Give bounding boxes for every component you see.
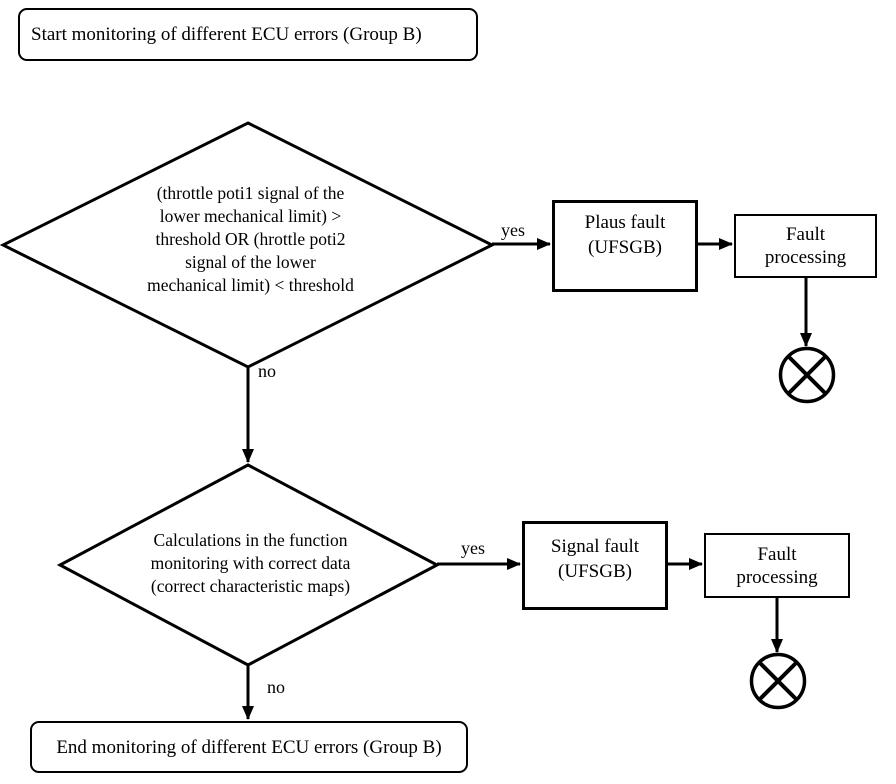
decision1-line1: (throttle poti1 signal of the	[156, 183, 345, 203]
fault-processing1-line2: processing	[764, 247, 847, 268]
plaus-fault-line2: (UFSGB)	[588, 237, 662, 258]
plaus-fault-node: Plaus fault (UFSGB)	[552, 200, 698, 292]
decision1-line5: mechanical limit) < threshold	[147, 275, 354, 295]
terminator1-circle-x-icon	[778, 346, 836, 404]
fault-processing2-node: Fault processing	[704, 533, 850, 598]
decision1-text: (throttle poti1 signal of the lower mech…	[103, 182, 398, 297]
decision2-no-label: no	[267, 677, 285, 697]
decision2-line2: monitoring with correct data	[150, 553, 351, 573]
decision2-text: Calculations in the function monitoring …	[103, 529, 398, 598]
fault-processing1-node: Fault processing	[734, 214, 877, 278]
decision1-line2: lower mechanical limit) >	[159, 206, 342, 226]
start-node: Start monitoring of different ECU errors…	[18, 8, 478, 61]
decision2-line3: (correct characteristic maps)	[150, 576, 351, 596]
end-node: End monitoring of different ECU errors (…	[30, 721, 468, 773]
fault-processing2-line2: processing	[736, 566, 818, 588]
decision2-line1: Calculations in the function	[153, 530, 348, 550]
signal-fault-line1: Signal fault	[550, 536, 640, 557]
decision1-line3: threshold OR (hrottle poti2	[155, 229, 346, 249]
fault-processing2-line1: Fault	[757, 543, 797, 565]
signal-fault-node: Signal fault (UFSGB)	[522, 521, 668, 610]
decision1-no-label: no	[258, 361, 276, 381]
decision1-line4: signal of the lower	[185, 252, 316, 272]
terminator2-circle-x-icon	[749, 652, 807, 710]
signal-fault-line2: (UFSGB)	[558, 561, 632, 582]
decision2-yes-label: yes	[461, 538, 485, 558]
fault-processing1-line1: Fault	[785, 224, 826, 245]
decision1-yes-label: yes	[501, 220, 525, 240]
start-node-label: Start monitoring of different ECU errors…	[31, 24, 422, 45]
plaus-fault-line1: Plaus fault	[584, 212, 666, 233]
end-node-label: End monitoring of different ECU errors (…	[56, 736, 442, 758]
